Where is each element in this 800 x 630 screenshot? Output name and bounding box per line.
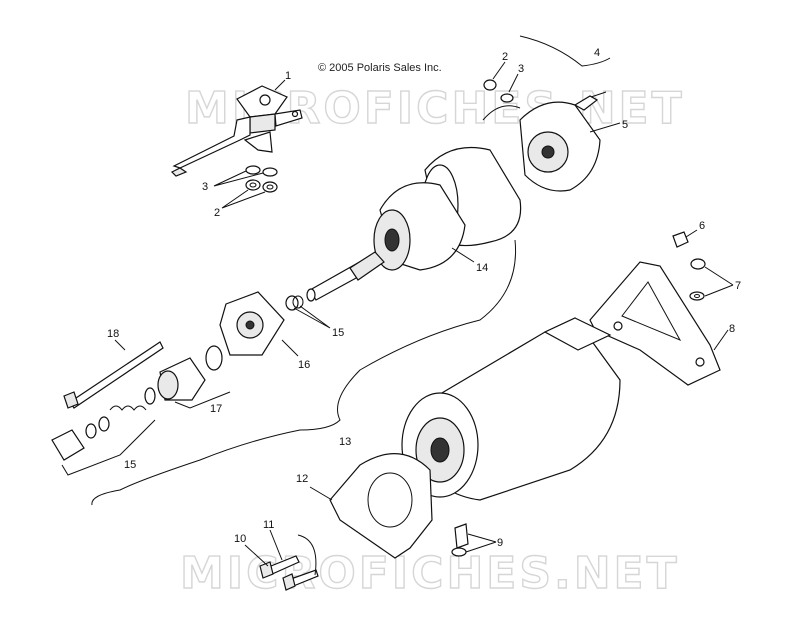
- callout-11: 11: [263, 519, 283, 561]
- callout-label: 18: [107, 328, 119, 340]
- callout-label: 4: [594, 47, 600, 59]
- callout-label: 11: [263, 519, 274, 531]
- callout-15-bottom: 15: [61, 419, 156, 476]
- callout-4: 4: [594, 47, 600, 59]
- callout-label: 5: [622, 119, 628, 131]
- callout-1: 1: [274, 70, 291, 91]
- starter-motor-part: [401, 317, 621, 501]
- bolts-9-10-11: [259, 523, 469, 591]
- callout-label: 6: [699, 220, 705, 232]
- callout-label: 13: [339, 436, 351, 448]
- callout-label: 1: [285, 70, 291, 82]
- callout-label: 15: [124, 459, 136, 471]
- callout-9: 9: [465, 533, 503, 553]
- callout-18: 18: [107, 328, 126, 351]
- armature-part: [306, 182, 466, 302]
- callout-3-top: 3: [508, 63, 524, 93]
- callout-13: 13: [339, 436, 351, 448]
- callout-3-left: 3: [202, 170, 264, 193]
- callout-12: 12: [296, 473, 333, 501]
- callout-label: 3: [518, 63, 524, 75]
- callout-label: 2: [214, 207, 220, 219]
- bolt-nut-6-7: [672, 231, 706, 301]
- callout-label: 7: [735, 280, 741, 292]
- solenoid-switch-part: [170, 85, 303, 177]
- callout-2-left: 2: [214, 189, 266, 219]
- drive-end-plate-part: [219, 291, 304, 356]
- callout-10: 10: [234, 533, 269, 567]
- callout-label: 10: [234, 533, 246, 545]
- through-bolt-part: [63, 341, 164, 409]
- callout-label: 14: [476, 262, 488, 274]
- bracket-group-13: [91, 239, 517, 506]
- washers-nuts-left: [245, 165, 278, 193]
- callout-8: 8: [713, 323, 735, 351]
- watermark-bottom: MICROFICHES.NET: [180, 548, 680, 599]
- pinion-gear-part: [157, 345, 223, 401]
- callout-15-top: 15: [293, 305, 344, 339]
- callout-17: 17: [174, 391, 231, 415]
- callout-label: 17: [210, 403, 222, 415]
- callout-5: 5: [589, 119, 628, 133]
- callout-6: 6: [685, 220, 705, 238]
- callout-16: 16: [281, 339, 310, 371]
- mounting-bracket-part: [589, 261, 721, 386]
- bracket-group-4: [519, 35, 611, 67]
- callout-label: 12: [296, 473, 308, 485]
- nut-washer-top: [482, 79, 521, 121]
- callout-label: 8: [729, 323, 735, 335]
- copyright-notice: © 2005 Polaris Sales Inc.: [318, 62, 442, 74]
- spring-spacer-kit: [51, 387, 156, 461]
- callout-label: 15: [332, 327, 344, 339]
- end-cap-part: [519, 91, 607, 192]
- callout-label: 3: [202, 181, 208, 193]
- callout-2-top: 2: [492, 51, 508, 80]
- callout-14: 14: [451, 247, 488, 274]
- callout-label: 16: [298, 359, 310, 371]
- callout-label: 2: [502, 51, 508, 63]
- callout-7: 7: [704, 266, 741, 297]
- lower-bracket-part: [329, 453, 433, 559]
- callout-label: 9: [497, 537, 503, 549]
